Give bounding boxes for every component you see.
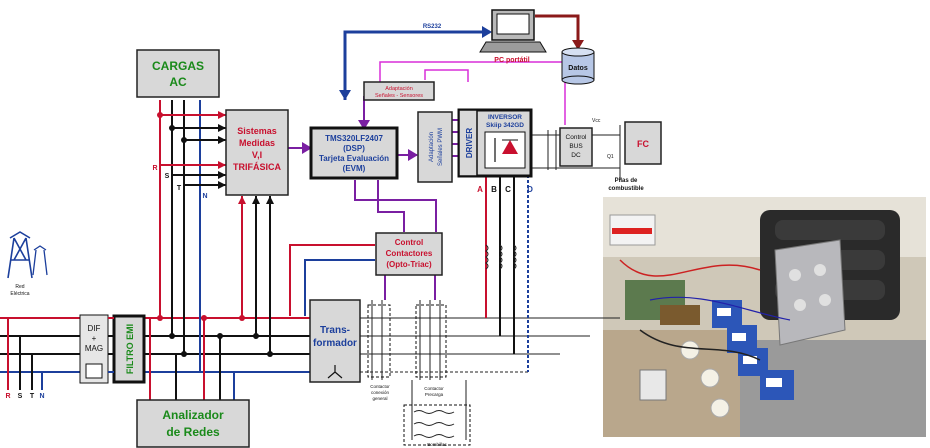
lab-setup-photo — [603, 197, 926, 437]
out-b-label: B — [491, 185, 497, 194]
bus-l1: Control — [566, 134, 588, 141]
transf-l2: formador — [313, 338, 357, 349]
transformador-block: Trans- formador — [309, 299, 361, 383]
inversor-block: DRIVER INVERSOR Skiip 342GD — [457, 108, 533, 178]
sistemas-l1: Sistemas — [237, 126, 277, 136]
cp-l2: Precarga — [425, 392, 444, 397]
adaptacion-sensores-block: Adaptación Señales - Sensores — [363, 81, 435, 101]
filtro-label: FILTRO EMI — [125, 324, 135, 374]
cargas-sub-label: AC — [169, 75, 187, 89]
bus-l3: DC — [571, 152, 581, 159]
pwm-l2: Señales PWM — [438, 128, 444, 166]
fc-block: FC Pilas de combustible — [608, 121, 662, 192]
transformer-wiring — [360, 175, 620, 440]
phase-bus — [0, 100, 310, 400]
vcc-label: Vcc — [592, 118, 601, 124]
rs232-label: RS232 — [423, 24, 442, 30]
dsp-l2: (DSP) — [343, 144, 365, 153]
dif-mag-block: DIF + MAG — [79, 314, 109, 384]
adaptacion-pwm-block: Adaptación Señales PWM — [417, 111, 453, 183]
bus-l2: BUS — [569, 143, 583, 150]
phase-n-label: N — [39, 393, 44, 400]
sistemas-l3: V,I — [252, 150, 262, 160]
datos-database-icon: Datos — [561, 47, 595, 85]
phase-s-label: S — [18, 393, 23, 400]
fc-label: FC — [637, 139, 649, 149]
analizador-redes-block: Analizador de Redes — [136, 399, 250, 448]
analizador-l2: de Redes — [166, 425, 220, 439]
transf-l1: Trans- — [320, 325, 350, 336]
sistemas-medidas-block: Sistemas Medidas V,I TRIFÁSICA — [225, 109, 289, 196]
pc-label: PC portátil — [494, 57, 529, 64]
cc-l1: Control — [395, 238, 423, 247]
q1-label: Q1 — [607, 154, 614, 160]
cargas-ac-block: CARGAS AC — [136, 49, 220, 98]
driver-label: DRIVER — [465, 128, 474, 158]
contactor-general: Contactor conexión general — [367, 304, 391, 401]
cp-l1: Contactor — [424, 386, 444, 391]
inversor-l1: INVERSOR — [488, 114, 522, 121]
dsp-block: TMS320LF2407 (DSP) Tarjeta Evaluación (E… — [309, 126, 399, 180]
cc-l2: Contactores — [386, 249, 433, 258]
out-d-label: D — [527, 185, 533, 194]
bombillas: Bombillas — [403, 404, 471, 447]
out-a-label: A — [477, 185, 483, 194]
phase-s-upper: S — [165, 173, 170, 180]
pilas-l2: combustible — [608, 186, 644, 192]
pilas-l1: Pilas de — [615, 178, 638, 184]
dif-l1: DIF — [88, 324, 101, 333]
inversor-l2: Skiip 342GD — [486, 122, 524, 129]
phase-n-upper: N — [202, 193, 207, 200]
sistemas-l2: Medidas — [239, 138, 275, 148]
dsp-l3: Tarjeta Evaluación — [319, 154, 389, 163]
analizador-l1: Analizador — [162, 408, 224, 422]
cc-l3: (Opto-Triac) — [386, 260, 432, 269]
dsp-l4: (EVM) — [343, 164, 366, 173]
dif-l3: MAG — [85, 344, 103, 353]
phase-r-label: R — [5, 393, 10, 400]
dif-l2: + — [92, 334, 97, 343]
adapt-l2: Señales - Sensores — [375, 93, 423, 99]
phase-r-upper: R — [152, 165, 157, 172]
pc-portatil: PC portátil — [479, 9, 547, 64]
control-bus-dc-block: Control BUS DC Vcc Q1 — [559, 118, 614, 167]
pwm-l1: Adaptación — [429, 132, 435, 162]
sistemas-l4: TRIFÁSICA — [233, 162, 281, 172]
out-c-label: C — [505, 185, 511, 194]
phase-t-label: T — [30, 393, 35, 400]
cg-l2: conexión — [371, 390, 390, 395]
adapt-l1: Adaptación — [385, 86, 413, 92]
dsp-l1: TMS320LF2407 — [325, 134, 383, 143]
transmission-tower-icon: Red Eléctrica — [7, 231, 48, 297]
filtro-emi-block: FILTRO EMI — [112, 314, 146, 384]
bombillas-label: Bombillas — [427, 442, 447, 447]
control-contactores-block: Control Contactores (Opto-Triac) — [375, 232, 443, 276]
red-l2: Eléctrica — [10, 291, 29, 297]
datos-label: Datos — [568, 65, 588, 72]
contactor-precarga: Contactor Precarga — [415, 304, 447, 397]
cg-l1: Contactor — [370, 384, 390, 389]
phase-t-upper: T — [177, 185, 182, 192]
cg-l3: general — [372, 396, 387, 401]
cargas-label: CARGAS — [152, 59, 204, 73]
red-l1: Red — [15, 284, 24, 290]
